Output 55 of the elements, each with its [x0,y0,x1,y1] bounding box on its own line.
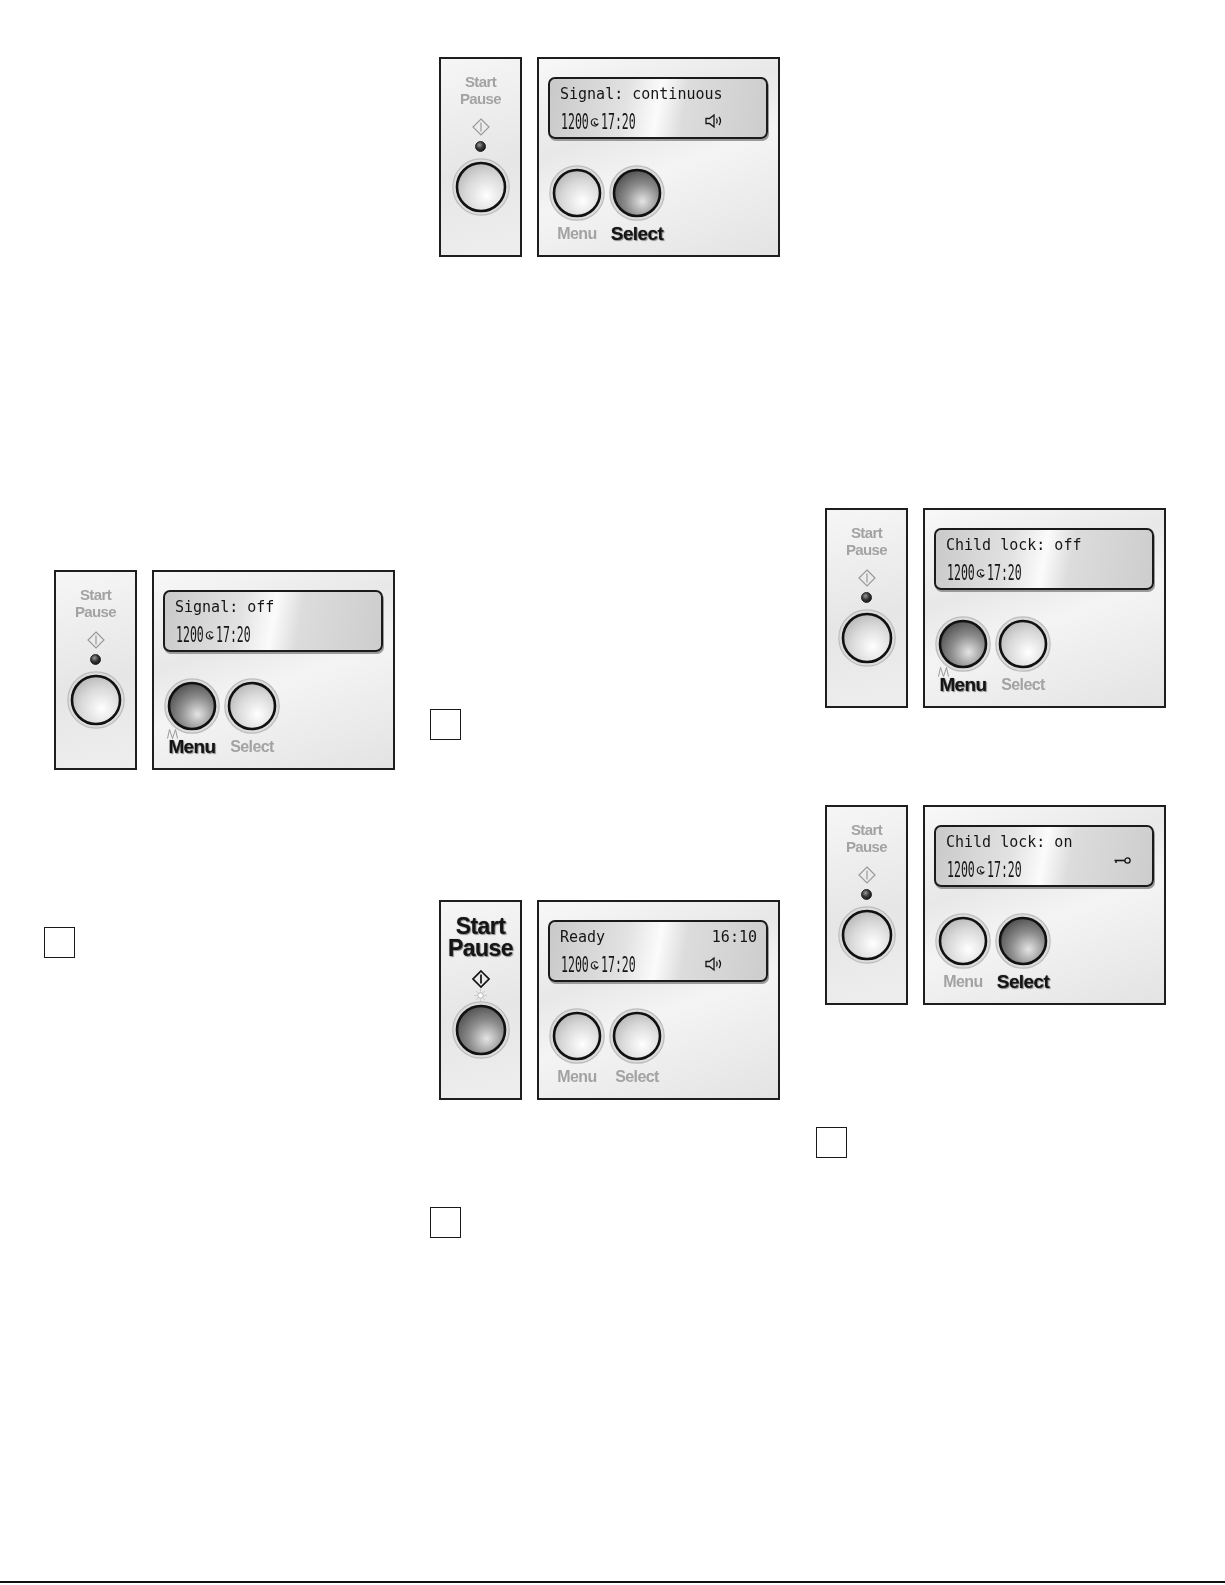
button-label: Select [1001,675,1045,695]
checkbox [816,1127,847,1158]
display-message: Child lock: on [946,833,1073,851]
time-readout: 17:20 [601,954,636,976]
display-time: 16:10 [711,928,757,946]
button-label: Menu [168,737,216,757]
button-label: Menu [943,972,983,992]
button-label: Menu [557,1067,597,1087]
panel-label: Start Pause [447,915,514,959]
lcd-display [934,825,1154,887]
lcd-display [934,528,1154,590]
panel-label: Start Pause [73,586,118,620]
control-panel [152,570,395,770]
control-panel [537,900,780,1100]
start-pause-panel [439,900,522,1100]
push-button [451,1001,510,1059]
display-message: Signal: continuous [560,85,723,103]
time-readout: 17:20 [601,111,636,133]
push-button [451,158,510,216]
spin-speed-value: 1200 [561,954,589,976]
button-label: Menu [939,675,987,695]
display-message: Child lock: off [946,536,1082,554]
start-pause-panel [825,805,908,1005]
button-label: Select [610,224,664,244]
panel-label: Start Pause [844,821,889,855]
time-readout: 17:20 [987,859,1022,881]
spin-speed-value: 1200 [176,624,204,646]
time-readout: 17:20 [216,624,251,646]
display-message: Signal: off [175,598,275,616]
control-panel [537,57,780,257]
control-panel [923,508,1166,708]
spin-speed-value: 1200 [561,111,589,133]
time-readout: 17:20 [987,562,1022,584]
push-button [66,671,125,729]
start-pause-panel [54,570,137,770]
lcd-display [548,77,768,139]
push-button [837,906,896,964]
panel-label: Start Pause [458,73,503,107]
checkbox [44,927,75,958]
button-label: Select [230,737,274,757]
push-button [837,609,896,667]
checkbox [430,709,461,740]
lcd-display [548,920,768,982]
button-label: Menu [557,224,597,244]
spin-speed-value: 1200 [947,562,975,584]
start-pause-panel [439,57,522,257]
spin-speed-value: 1200 [947,859,975,881]
display-message: Ready [560,928,606,946]
lcd-display [163,590,383,652]
button-label: Select [996,972,1050,992]
button-label: Select [615,1067,659,1087]
panel-label: Start Pause [844,524,889,558]
start-pause-panel [825,508,908,708]
control-panel [923,805,1166,1005]
checkbox [430,1207,461,1238]
